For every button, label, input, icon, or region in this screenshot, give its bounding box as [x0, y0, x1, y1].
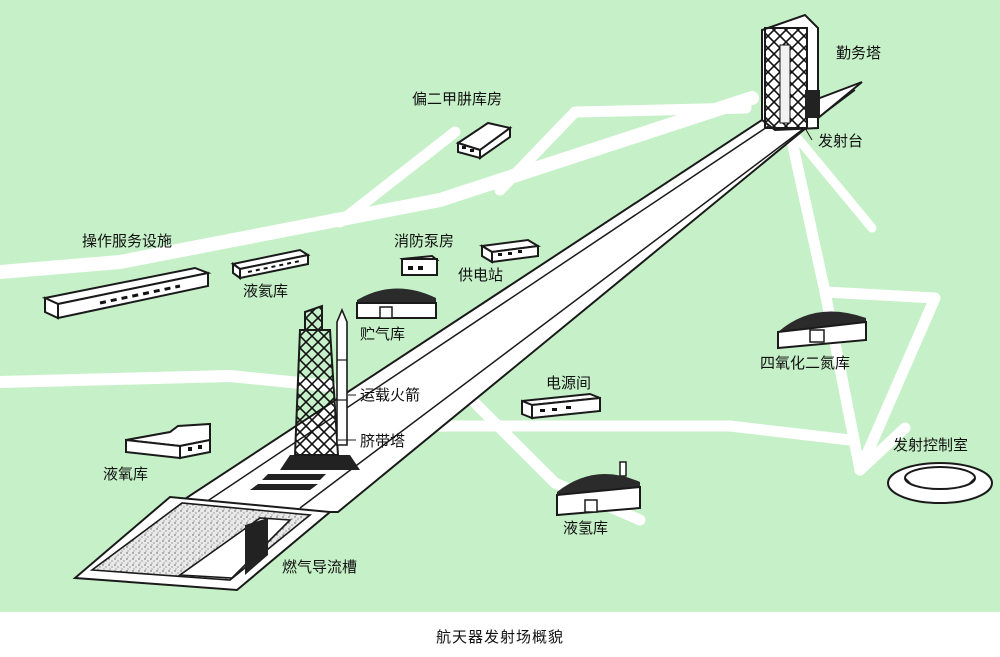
lox-depot-top-building — [230, 248, 311, 280]
label-launch-vehicle: 运载火箭 — [360, 386, 421, 404]
label-udmh-depot: 偏二甲肼库房 — [412, 90, 503, 108]
label-operation-service: 操作服务设施 — [82, 232, 173, 250]
label-umbilical-tower: 脐带塔 — [360, 432, 406, 450]
udmh-depot-building — [455, 121, 513, 160]
track-rails — [250, 474, 326, 490]
launch-vehicle — [336, 307, 348, 446]
gas-storage-hangar — [356, 288, 437, 319]
label-launch-pad: 发射台 — [818, 132, 864, 150]
lox-depot-building — [125, 422, 211, 460]
label-n2o4-depot: 四氧化二氮库 — [760, 354, 851, 372]
label-power-station: 供电站 — [458, 266, 504, 284]
leader-lines — [338, 127, 813, 441]
service-tower — [761, 13, 820, 132]
power-station-building — [479, 238, 541, 264]
operation-service-building — [41, 266, 212, 320]
label-lox-depot: 液氧库 — [103, 465, 149, 483]
flame-trench — [72, 495, 333, 592]
lh2-depot-hangar — [556, 461, 641, 517]
road-network — [0, 91, 941, 526]
power-room-building — [521, 392, 601, 420]
launch-control-room — [887, 462, 993, 504]
label-service-tower: 勤务塔 — [836, 44, 882, 62]
label-flame-trench: 燃气导流槽 — [282, 558, 358, 576]
figure-caption: 航天器发射场概貌 — [435, 628, 564, 646]
fire-pump-room-building — [399, 254, 440, 276]
label-power-room: 电源间 — [546, 374, 592, 392]
n2o4-depot-hangar — [777, 311, 867, 350]
label-lh2-depot: 液氢库 — [563, 519, 609, 537]
label-fire-pump-room: 消防泵房 — [394, 232, 455, 250]
label-lox-depot-top: 液氦库 — [243, 282, 289, 300]
label-control-room: 发射控制室 — [893, 436, 969, 454]
umbilical-tower — [280, 304, 360, 470]
label-gas-storage: 贮气库 — [360, 325, 406, 343]
